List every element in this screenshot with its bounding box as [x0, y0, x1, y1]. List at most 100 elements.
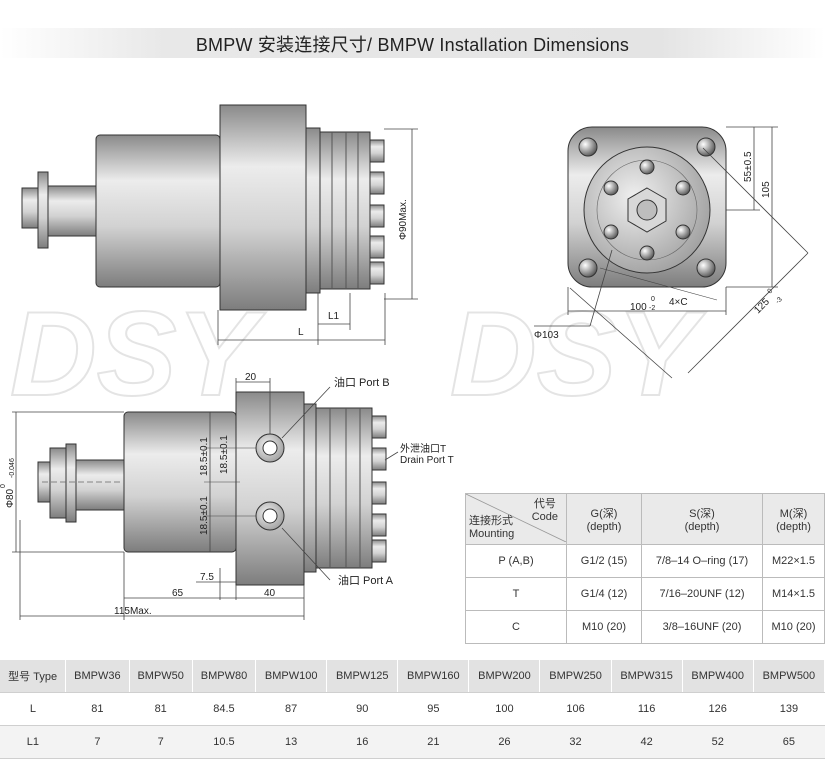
cell: 52	[682, 725, 754, 759]
cell: 16	[326, 725, 398, 759]
col-m-en: (depth)	[776, 521, 811, 533]
col-s-en: (depth)	[684, 521, 720, 533]
section-view: 20 油口 Port B 外泄油口T Drain Port T 油口 Port …	[0, 372, 454, 620]
dim-phi90: Φ90Max.	[398, 199, 409, 240]
dim-100-tol-up: 0	[651, 296, 655, 303]
cell: 65	[753, 725, 825, 759]
dim-18-5-c: 18.5±0.1	[219, 435, 230, 474]
holes-4xC: 4×C	[669, 297, 688, 308]
cell: 139	[753, 692, 825, 726]
port-b-label: 油口 Port B	[334, 375, 390, 389]
col-s-cn: S(深)	[689, 508, 715, 520]
drain-en-label: Drain Port T	[400, 455, 454, 466]
cell: 13	[255, 725, 327, 759]
code-table: 代号 Code 连接形式 Mounting G(深) (depth) S(深) …	[465, 493, 825, 644]
col-g: G(深) (depth)	[566, 493, 642, 545]
dim-105: 105	[761, 181, 772, 198]
dim-125-tol-up: 0	[766, 288, 774, 296]
cell: 100	[468, 692, 540, 726]
header-cell: BMPW80	[192, 660, 257, 693]
code-cn: 代号	[533, 498, 556, 510]
cell: 116	[611, 692, 683, 726]
drawing-canvas: DSY DSY Φ90Max. L1	[0, 104, 809, 620]
cell: 90	[326, 692, 398, 726]
header-cell: BMPW500	[753, 660, 825, 693]
dim-65: 65	[172, 588, 184, 599]
cell-g: G1/2 (15)	[566, 544, 642, 578]
dim-L: L	[298, 327, 304, 338]
cell-mount: T	[465, 577, 567, 611]
cell-g: G1/4 (12)	[566, 577, 642, 611]
cell: 81	[65, 692, 130, 726]
header-cell: BMPW250	[539, 660, 612, 693]
cell-s: 7/16–20UNF (12)	[641, 577, 763, 611]
code-table-header: 代号 Code 连接形式 Mounting G(深) (depth) S(深) …	[465, 493, 825, 545]
header-cell: BMPW400	[682, 660, 754, 693]
dim-115max: 115Max.	[114, 606, 152, 617]
dim-phi80: Φ80	[5, 488, 16, 508]
code-table-corner: 代号 Code 连接形式 Mounting	[465, 493, 567, 545]
dim-phi80-tol-dn: -0.046	[9, 458, 16, 478]
dim-125: 125	[752, 296, 772, 316]
dim-125-tol-dn: -3	[774, 296, 783, 305]
cell: L1	[0, 725, 66, 759]
cell: 126	[682, 692, 754, 726]
title-bar	[0, 28, 825, 58]
mount-en: Mounting	[469, 528, 515, 540]
cell: 7	[65, 725, 130, 759]
cell-s: 3/8–16UNF (20)	[641, 610, 763, 644]
cell-mount: C	[465, 610, 567, 644]
mount-label: 连接形式 Mounting	[469, 515, 514, 541]
drain-cn-label: 外泄油口T	[400, 442, 446, 455]
col-s: S(深) (depth)	[641, 493, 763, 545]
spec-table: 型号 Type BMPW36 BMPW50 BMPW80 BMPW100 BMP…	[0, 660, 825, 759]
cell: L	[0, 692, 66, 726]
cell: 106	[539, 692, 612, 726]
dim-100: 100	[630, 302, 647, 313]
cell-m: M22×1.5	[762, 544, 825, 578]
front-view: 55±0.5 105 100 0 -2 4×C 125 0 -3 Φ103	[534, 126, 809, 379]
side-view: Φ90Max. L1 L	[21, 104, 418, 345]
cell: 81	[129, 692, 193, 726]
dim-100-tol-dn: -2	[649, 305, 655, 312]
header-cell: BMPW200	[468, 660, 541, 693]
code-en: Code	[531, 511, 558, 523]
table-row-L1: L1 7 7 10.5 13 16 21 26 32 42 52 65	[0, 725, 825, 759]
dim-20: 20	[245, 372, 257, 383]
cell-g: M10 (20)	[566, 610, 642, 644]
code-label: 代号 Code	[532, 498, 558, 524]
cell-mount: P (A,B)	[465, 544, 567, 578]
header-cell: BMPW100	[255, 660, 328, 693]
dim-L1: L1	[328, 311, 340, 322]
col-m: M(深) (depth)	[762, 493, 825, 545]
table-row-L: L 81 81 84.5 87 90 95 100 106 116 126 13…	[0, 692, 825, 726]
cell: 10.5	[192, 725, 256, 759]
cell: 7	[129, 725, 193, 759]
cell: 95	[397, 692, 469, 726]
dim-phi80-tol-up: 0	[0, 484, 7, 488]
col-m-cn: M(深)	[779, 508, 808, 520]
watermark-right: DSY	[450, 287, 707, 421]
page-title: BMPW 安装连接尺寸/ BMPW Installation Dimension…	[195, 35, 630, 55]
header-cell: BMPW50	[129, 660, 193, 693]
cell-s: 7/8–14 O–ring (17)	[641, 544, 763, 578]
cell: 87	[255, 692, 327, 726]
port-a-label: 油口 Port A	[338, 573, 394, 587]
dim-7-5: 7.5	[200, 572, 214, 583]
col-g-cn: G(深)	[590, 508, 618, 520]
dim-18-5-a: 18.5±0.1	[199, 437, 210, 476]
cell: 26	[468, 725, 540, 759]
dim-18-5-b: 18.5±0.1	[199, 496, 210, 535]
watermark-logo: DSY DSY	[9, 286, 708, 422]
cell: 42	[611, 725, 683, 759]
mount-cn: 连接形式	[469, 515, 513, 527]
table-row: C M10 (20) 3/8–16UNF (20) M10 (20)	[465, 610, 825, 644]
cell: 21	[397, 725, 469, 759]
cell: 84.5	[192, 692, 256, 726]
header-cell: BMPW36	[65, 660, 130, 693]
table-row: T G1/4 (12) 7/16–20UNF (12) M14×1.5	[465, 577, 825, 611]
table-row: P (A,B) G1/2 (15) 7/8–14 O–ring (17) M22…	[465, 544, 825, 578]
dim-55: 55±0.5	[743, 151, 754, 182]
header-cell: 型号 Type	[0, 660, 67, 693]
cell-m: M14×1.5	[762, 577, 825, 611]
